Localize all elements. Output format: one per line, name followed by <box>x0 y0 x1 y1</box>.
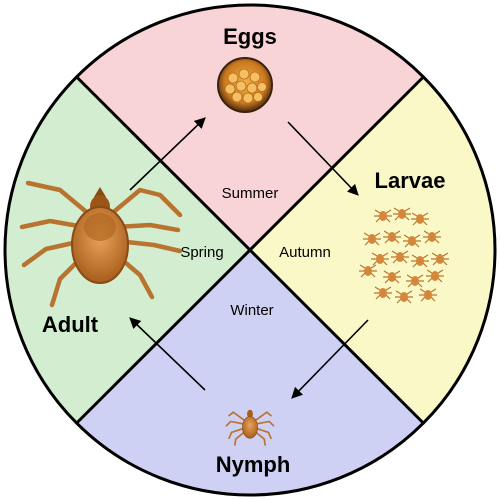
larva-tick <box>374 286 392 300</box>
season-label-summer: Summer <box>222 185 279 202</box>
nymph-tick-icon <box>225 409 275 446</box>
larva-tick <box>423 230 441 244</box>
larva-tick <box>393 207 411 221</box>
season-label-autumn: Autumn <box>279 244 331 261</box>
quadrant-summer <box>76 5 424 251</box>
quadrant-autumn <box>250 77 495 423</box>
larva-tick <box>411 212 429 226</box>
larva-tick <box>431 252 449 266</box>
stage-label-adult: Adult <box>42 312 99 337</box>
stage-label-larvae: Larvae <box>375 168 446 193</box>
arrow-larvae-to-nymph <box>291 319 369 399</box>
divider-line <box>75 75 425 425</box>
quadrant-winter <box>76 250 424 495</box>
larva-tick <box>383 270 401 284</box>
larva-tick <box>383 230 401 244</box>
larva-tick <box>406 274 424 288</box>
larva-tick <box>371 252 389 266</box>
stage-label-nymph: Nymph <box>216 452 291 477</box>
season-label-winter: Winter <box>230 302 273 319</box>
larva-tick <box>419 288 437 302</box>
larva-tick <box>403 234 421 248</box>
arrow-adult-to-eggs <box>129 117 206 191</box>
arrow-nymph-to-adult <box>129 317 206 391</box>
larva-tick <box>395 290 413 304</box>
stage-label-eggs: Eggs <box>223 24 277 49</box>
larva-tick <box>359 264 377 278</box>
larva-tick <box>426 269 444 283</box>
season-label-spring: Spring <box>180 244 223 261</box>
egg-cluster-icon <box>217 57 273 113</box>
larva-tick <box>411 254 429 268</box>
arrow-eggs-to-larvae <box>287 121 359 196</box>
larvae-group-icon <box>359 207 449 304</box>
larva-tick <box>391 250 409 264</box>
larva-tick <box>374 209 392 223</box>
cycle-outline <box>3 3 497 497</box>
adult-tick-icon <box>19 180 183 308</box>
larva-tick <box>363 232 381 246</box>
